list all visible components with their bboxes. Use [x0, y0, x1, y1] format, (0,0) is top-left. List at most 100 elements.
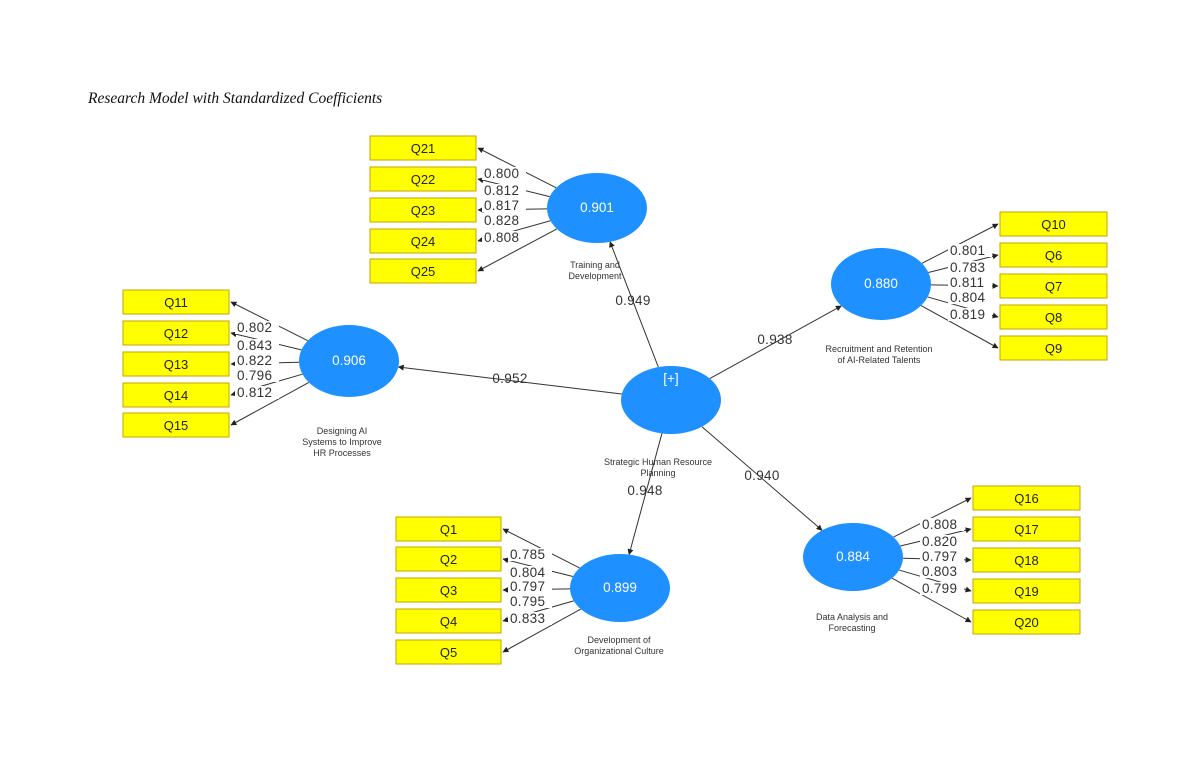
indicator-box-q25 [369, 258, 477, 284]
indicator-label-q18: Q18 [1014, 553, 1039, 568]
loading-value-q4: 0.795 [510, 594, 545, 609]
construct-name-strategic-hrp: Strategic Human Resource [604, 457, 712, 467]
indicator-box-q3 [395, 577, 502, 603]
indicator-label-q9: Q9 [1045, 341, 1062, 356]
loading-value-q20: 0.799 [922, 581, 957, 596]
indicator-box-q24 [369, 228, 477, 254]
construct-value-recruitment: 0.880 [864, 276, 898, 291]
construct-name-designing: HR Processes [313, 448, 371, 458]
indicator-label-q14: Q14 [164, 388, 189, 403]
loading-label-bg [235, 321, 279, 334]
loading-label-bg [948, 276, 992, 289]
indicator-box-q11 [122, 289, 230, 315]
path-coefficient-training: 0.949 [615, 293, 650, 308]
loading-value-q8: 0.804 [950, 290, 985, 305]
loading-label-bg [920, 518, 964, 531]
construct-name-culture: Development of [587, 635, 651, 645]
loading-label-bg [948, 291, 992, 304]
loading-label-bg [920, 550, 964, 563]
figure-caption: Research Model with Standardized Coeffic… [88, 90, 383, 107]
indicator-label-q13: Q13 [164, 357, 189, 372]
loading-label-bg [508, 580, 552, 593]
loading-edge-q25 [477, 228, 558, 272]
loading-label-bg [235, 354, 279, 367]
path-edge-training [609, 241, 659, 368]
loading-edge-q15 [230, 381, 310, 426]
path-coefficient-designing: 0.952 [492, 371, 527, 386]
loading-label-bg [482, 214, 526, 227]
construct-name-designing: Designing AI [317, 426, 368, 436]
indicator-box-q12 [122, 320, 230, 346]
indicator-box-q18 [972, 547, 1081, 573]
indicator-box-q8 [999, 304, 1108, 330]
loading-edge-q20 [891, 577, 972, 623]
loading-label-bg [920, 535, 964, 548]
loading-label-bg [235, 339, 279, 352]
indicator-box-q2 [395, 546, 502, 572]
indicator-label-q10: Q10 [1041, 217, 1066, 232]
loading-label-bg [508, 548, 552, 561]
loading-value-q1: 0.785 [510, 547, 545, 562]
indicator-box-q14 [122, 382, 230, 408]
loading-value-q17: 0.820 [922, 534, 957, 549]
construct-name-recruitment: of AI-Related Talents [838, 355, 921, 365]
loading-value-q13: 0.822 [237, 353, 272, 368]
path-coefficient-data: 0.940 [744, 468, 779, 483]
loading-label-bg [482, 231, 526, 244]
loading-value-q18: 0.797 [922, 549, 957, 564]
indicator-label-q23: Q23 [411, 203, 436, 218]
construct-value-designing: 0.906 [332, 353, 366, 368]
indicator-label-q22: Q22 [411, 172, 436, 187]
loading-label-bg [235, 369, 279, 382]
loading-value-q21: 0.800 [484, 166, 519, 181]
loading-value-q5: 0.833 [510, 611, 545, 626]
loading-label-bg [920, 565, 964, 578]
indicator-label-q15: Q15 [164, 418, 189, 433]
indicator-box-q13 [122, 351, 230, 377]
indicator-box-q16 [972, 485, 1081, 511]
loading-value-q10: 0.801 [950, 243, 985, 258]
construct-name-data: Data Analysis and [816, 612, 888, 622]
loading-value-q6: 0.783 [950, 260, 985, 275]
indicator-box-q21 [369, 135, 477, 161]
loading-value-q15: 0.812 [237, 385, 272, 400]
loading-value-q23: 0.817 [484, 198, 519, 213]
indicator-label-q20: Q20 [1014, 615, 1039, 630]
loading-value-q7: 0.811 [950, 275, 984, 290]
loading-label-bg [482, 184, 526, 197]
construct-circle-culture [570, 554, 670, 622]
loading-label-bg [948, 261, 992, 274]
indicator-box-q20 [972, 609, 1081, 635]
construct-circle-strategic-hrp [621, 366, 721, 434]
indicator-label-q11: Q11 [164, 295, 188, 310]
path-edge-recruitment [709, 305, 842, 380]
construct-name-training: Development [568, 271, 622, 281]
loading-value-q16: 0.808 [922, 517, 957, 532]
indicator-label-q12: Q12 [164, 326, 189, 341]
construct-circle-training [547, 173, 647, 243]
indicator-label-q4: Q4 [440, 614, 457, 629]
construct-name-culture: Organizational Culture [574, 646, 664, 656]
indicator-box-q4 [395, 608, 502, 634]
construct-value-strategic-hrp: [+] [663, 371, 678, 386]
construct-circle-recruitment [831, 248, 931, 320]
loading-value-q12: 0.843 [237, 338, 272, 353]
loading-label-bg [920, 582, 964, 595]
loading-edge-q16 [893, 497, 972, 538]
indicator-label-q8: Q8 [1045, 310, 1062, 325]
indicator-box-q1 [395, 516, 502, 542]
loading-label-bg [482, 199, 526, 212]
labels-layer: Strategic Human ResourcePlanning0.949Tra… [235, 166, 992, 656]
construct-value-data: 0.884 [836, 549, 870, 564]
indicator-label-q3: Q3 [440, 583, 457, 598]
construct-value-training: 0.901 [580, 200, 614, 215]
indicator-box-q15 [122, 412, 230, 438]
loading-value-q25: 0.808 [484, 230, 519, 245]
indicator-box-q23 [369, 197, 477, 223]
construct-value-culture: 0.899 [603, 580, 637, 595]
indicator-label-q1: Q1 [440, 522, 457, 537]
indicator-label-q19: Q19 [1014, 584, 1039, 599]
loading-label-bg [508, 566, 552, 579]
indicator-box-q6 [999, 242, 1108, 268]
